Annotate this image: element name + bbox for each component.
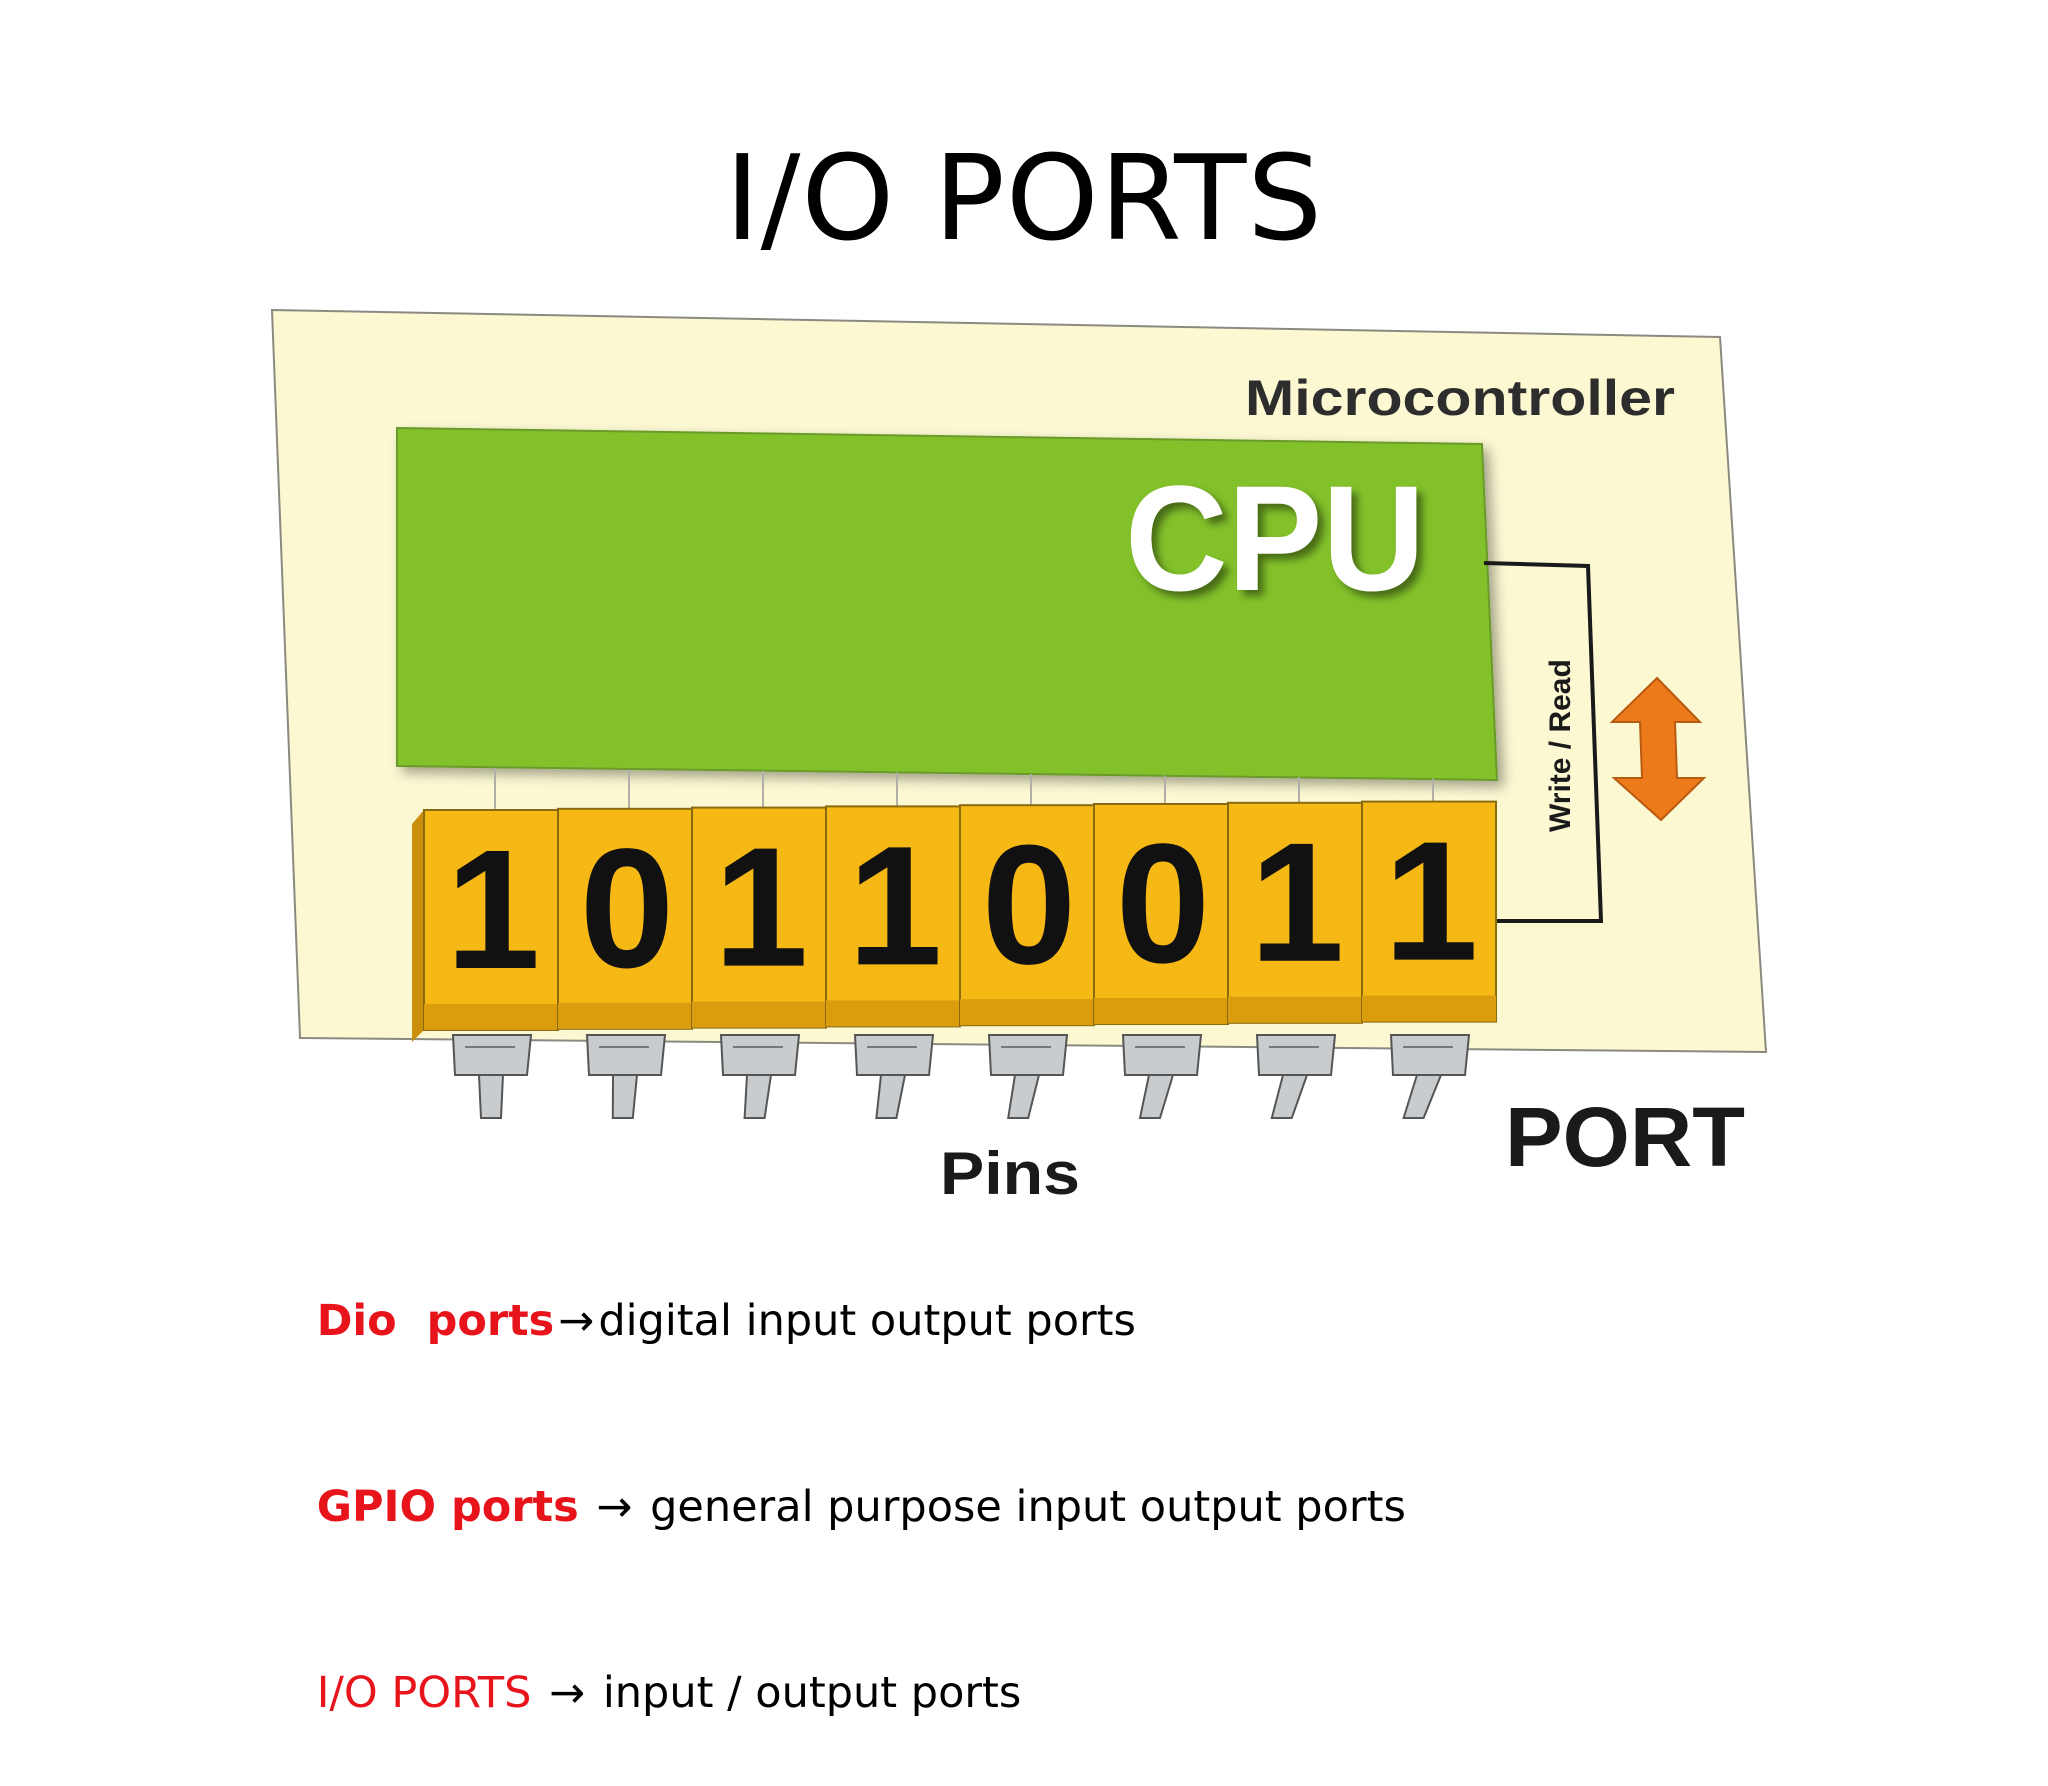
legend-item: GPIO ports → general purpose input outpu… (262, 1414, 1406, 1600)
bit-value: 1 (1250, 808, 1345, 998)
cpu-block (396, 426, 1499, 782)
write-read-label: Write / Read (1544, 659, 1577, 832)
pin-icon (1121, 1034, 1203, 1119)
pin-icon (1255, 1034, 1337, 1119)
slide-title: I/O PORTS (724, 129, 1324, 267)
register-bit-cell (959, 804, 1095, 1027)
register-bit-cell (423, 809, 559, 1031)
register-cell-base (826, 1000, 960, 1027)
pin-icon (585, 1034, 667, 1119)
register-bit-cell (1227, 801, 1363, 1024)
bit-value: 1 (714, 813, 809, 1003)
register-cell-base (1228, 996, 1362, 1023)
legend-term: Dio ports (316, 1296, 555, 1346)
legend-definition: input / output ports (602, 1668, 1022, 1718)
bit-value: 1 (1384, 807, 1479, 997)
register-bit-cell (691, 806, 827, 1029)
legend-term: I/O PORTS (316, 1668, 532, 1718)
register-cell-base (1362, 995, 1496, 1022)
arrow-icon: → (549, 1668, 586, 1718)
register-bit-cell (1093, 803, 1229, 1025)
bidirectional-arrow-icon (1609, 676, 1707, 822)
port-pins (451, 1034, 1471, 1119)
bit-value: 0 (580, 814, 675, 1004)
legend-definition: digital input output ports (598, 1296, 1136, 1346)
legend-definition: general purpose input output ports (650, 1482, 1406, 1532)
register-bit-cell (557, 807, 693, 1030)
pins-label: Pins (940, 1140, 1080, 1207)
write-read-connector (1483, 561, 1604, 923)
pin-icon (719, 1034, 801, 1119)
bit-value: 1 (446, 815, 541, 1005)
pin-icon (987, 1034, 1069, 1119)
register-cell-base (1094, 998, 1228, 1024)
legend-item: Dio ports→digital input output ports (262, 1228, 1406, 1414)
register-side (412, 810, 424, 1042)
pin-icon (451, 1034, 533, 1119)
register-cell-base (960, 999, 1094, 1026)
arrow-icon: → (596, 1482, 633, 1532)
bit-value: 0 (982, 810, 1077, 1000)
bit-value: 1 (848, 811, 943, 1001)
register-bit-cell (825, 805, 961, 1028)
legend: Dio ports→digital input output ports GPI… (262, 1228, 1406, 1786)
register-cell-base (692, 1001, 826, 1028)
microcontroller-label: Microcontroller (1245, 370, 1675, 426)
port-label: PORT (1505, 1090, 1745, 1184)
pin-icon (1389, 1034, 1471, 1119)
register-cell-base (424, 1004, 558, 1030)
pin-icon (853, 1034, 935, 1119)
legend-item: I/O PORTS → input / output ports (262, 1600, 1406, 1786)
data-bus-lines (494, 768, 1434, 810)
bit-value: 0 (1116, 809, 1211, 999)
cpu-label: CPU (1125, 454, 1425, 622)
register-cell-base (558, 1002, 692, 1029)
arrow-icon: → (558, 1296, 595, 1346)
register-bit-cell (1361, 800, 1497, 1023)
legend-term: GPIO ports (316, 1482, 579, 1532)
